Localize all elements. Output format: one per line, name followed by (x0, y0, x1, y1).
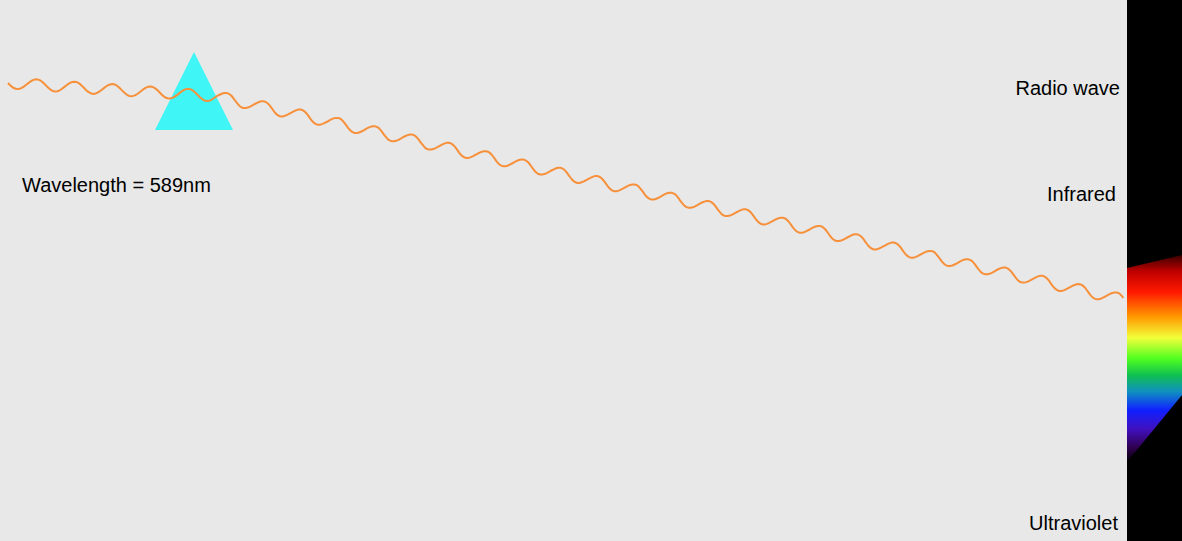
light-wave (8, 79, 1123, 299)
band-label: Ultraviolet (1029, 511, 1118, 535)
screen (1127, 0, 1182, 541)
band-label: Radio wave (1015, 76, 1120, 100)
wavelength-label: Wavelength = 589nm (22, 173, 211, 197)
spectrum-band (1127, 255, 1182, 462)
band-label: Infrared (1047, 182, 1116, 206)
